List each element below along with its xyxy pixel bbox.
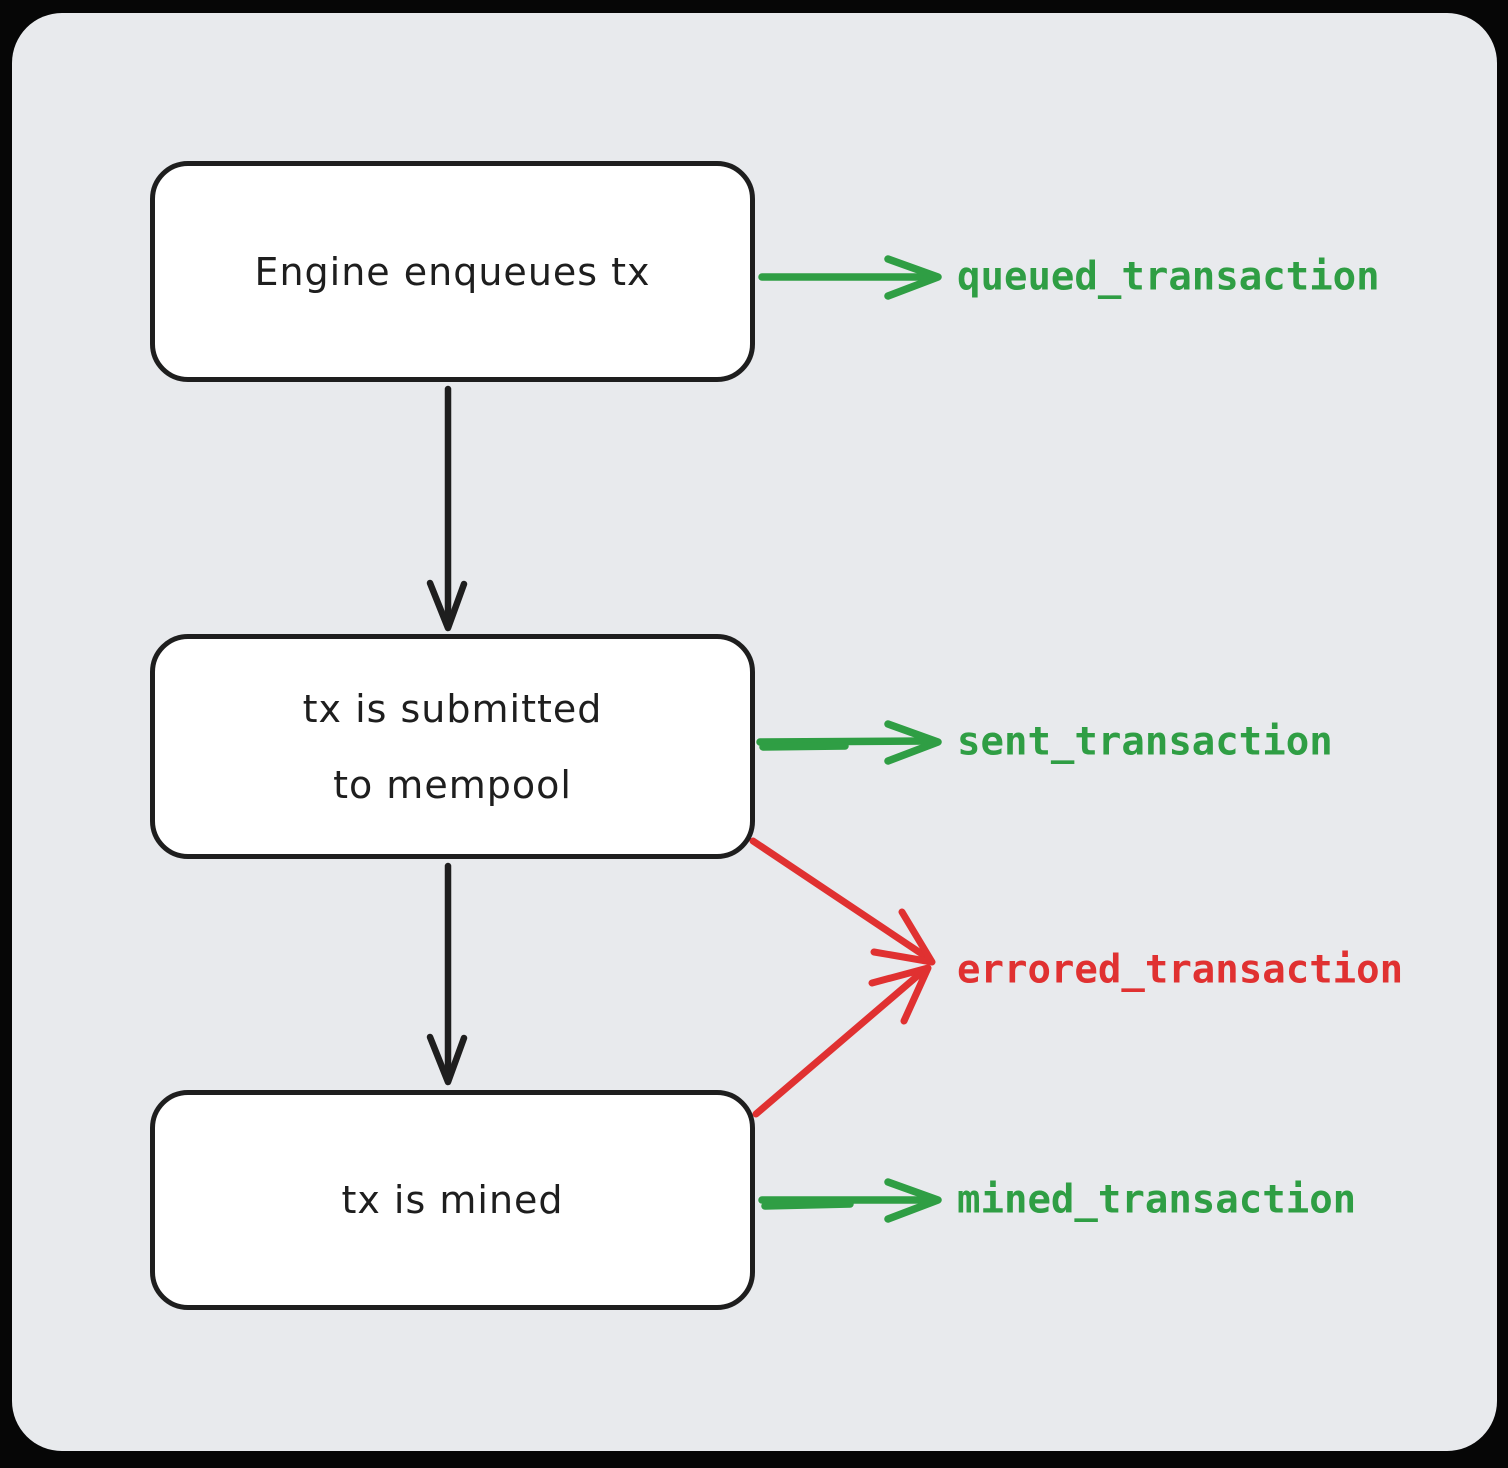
- node-tx-submitted-to-mempool: tx is submitted to mempool: [150, 634, 755, 859]
- event-label-sent-transaction: sent_transaction: [957, 719, 1333, 765]
- node-engine-enqueues-tx-label: Engine enqueues tx: [254, 249, 651, 294]
- event-label-errored-transaction: errored_transaction: [957, 947, 1404, 993]
- node-tx-is-mined: tx is mined: [150, 1090, 755, 1310]
- node-tx-is-mined-label: tx is mined: [341, 1178, 564, 1222]
- node-tx-submitted-to-mempool-label: tx is submitted to mempool: [302, 686, 603, 807]
- event-label-queued-transaction: queued_transaction: [957, 254, 1380, 300]
- node-engine-enqueues-tx: Engine enqueues tx: [150, 161, 755, 382]
- event-label-mined-transaction: mined_transaction: [957, 1177, 1357, 1223]
